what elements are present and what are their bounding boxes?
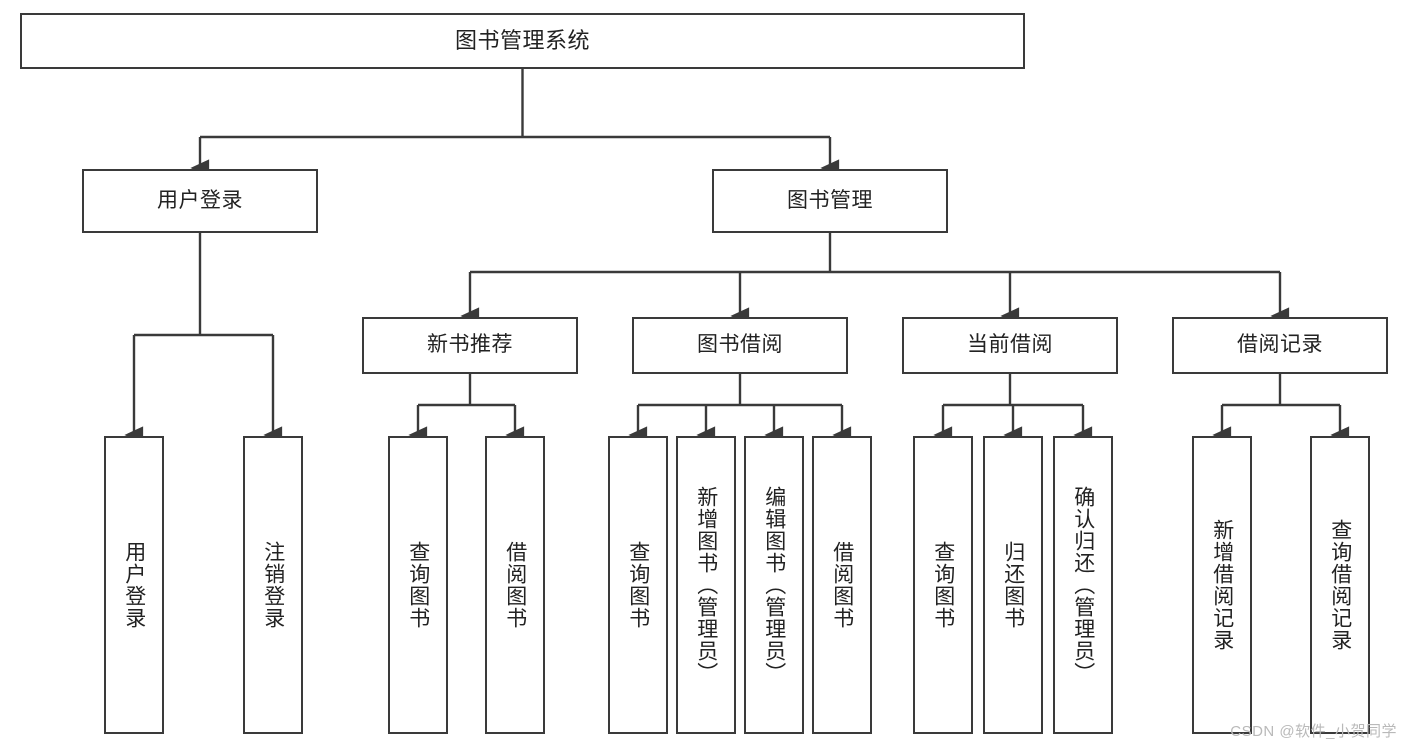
node-label: 新书推荐 xyxy=(427,333,513,357)
watermark: CSDN @软件_小贺同学 xyxy=(1230,723,1397,740)
node-book-borrow[interactable]: 图书借阅 xyxy=(632,317,848,374)
node-leaf-logout[interactable]: 注销登录 xyxy=(243,436,303,734)
node-current-borrow[interactable]: 当前借阅 xyxy=(902,317,1118,374)
node-user-login[interactable]: 用户登录 xyxy=(82,169,318,233)
node-label: 当前借阅 xyxy=(967,333,1053,357)
node-leaf-borrow-book-rec[interactable]: 借阅图书 xyxy=(485,436,545,734)
node-label: 注销登录 xyxy=(261,541,285,629)
node-label: 查询图书 xyxy=(626,541,650,629)
node-label: 图书管理系统 xyxy=(454,28,590,54)
node-leaf-borrow-book[interactable]: 借阅图书 xyxy=(812,436,872,734)
node-label: 借阅图书 xyxy=(830,541,854,629)
node-leaf-return-book[interactable]: 归还图书 xyxy=(983,436,1043,734)
node-leaf-add-borrow-record[interactable]: 新增借阅记录 xyxy=(1192,436,1252,734)
node-label: 查询借阅记录 xyxy=(1328,519,1352,651)
node-book-management[interactable]: 图书管理 xyxy=(712,169,948,233)
node-label: 图书借阅 xyxy=(697,333,783,357)
node-label: 查询图书 xyxy=(931,541,955,629)
node-new-book-recommend[interactable]: 新书推荐 xyxy=(362,317,578,374)
node-label: 新增借阅记录 xyxy=(1210,519,1234,651)
node-leaf-add-book-admin[interactable]: 新增图书（管理员） xyxy=(676,436,736,734)
node-label: 新增图书（管理员） xyxy=(694,486,718,684)
node-leaf-query-book[interactable]: 查询图书 xyxy=(608,436,668,734)
node-label: 编辑图书（管理员） xyxy=(762,486,786,684)
node-borrow-records[interactable]: 借阅记录 xyxy=(1172,317,1388,374)
node-label: 查询图书 xyxy=(406,541,430,629)
node-label: 归还图书 xyxy=(1001,541,1025,629)
node-root[interactable]: 图书管理系统 xyxy=(20,13,1025,69)
node-leaf-query-book-current[interactable]: 查询图书 xyxy=(913,436,973,734)
node-label: 用户登录 xyxy=(122,541,146,629)
node-label: 借阅图书 xyxy=(503,541,527,629)
node-leaf-query-borrow-record[interactable]: 查询借阅记录 xyxy=(1310,436,1370,734)
node-label: 借阅记录 xyxy=(1237,333,1323,357)
node-leaf-user-login[interactable]: 用户登录 xyxy=(104,436,164,734)
node-label: 确认归还（管理员） xyxy=(1071,486,1095,684)
node-label: 用户登录 xyxy=(157,188,243,212)
node-leaf-edit-book-admin[interactable]: 编辑图书（管理员） xyxy=(744,436,804,734)
node-label: 图书管理 xyxy=(787,188,873,212)
node-leaf-query-book-rec[interactable]: 查询图书 xyxy=(388,436,448,734)
node-leaf-confirm-return-admin[interactable]: 确认归还（管理员） xyxy=(1053,436,1113,734)
